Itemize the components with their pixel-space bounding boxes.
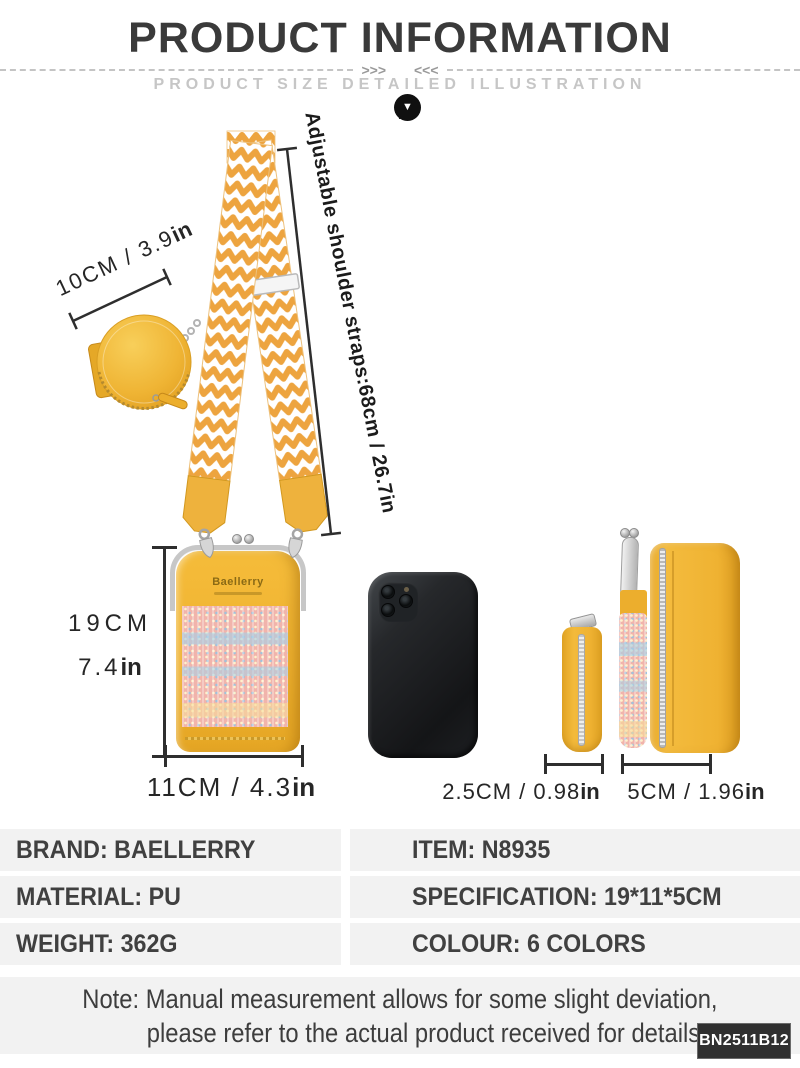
bag-woven-panel — [182, 606, 288, 727]
model-number-badge: BN2511B12 — [697, 1023, 791, 1059]
strap-right-leg — [182, 139, 273, 534]
spec-item-cell: ITEM: N8935 — [350, 829, 800, 871]
measurement-note: Note: Manual measurement allows for some… — [0, 977, 800, 1054]
bag-bottom-zipper — [185, 737, 285, 740]
measure-cap — [301, 745, 304, 767]
shoulder-strap-graphic — [68, 130, 342, 559]
side-thin-size-label: 2.5CM / 0.98in — [442, 779, 600, 804]
down-arrow-icon: ▼ — [394, 94, 421, 121]
spec-table: BRAND: BAELLERRY ITEM: N8935 MATERIAL: P… — [0, 829, 800, 970]
camera-flash-icon — [404, 587, 409, 592]
spec-material-cell: MATERIAL: PU — [0, 876, 341, 918]
clasp-knob-icon — [232, 534, 242, 544]
bag-kisslock-frame — [170, 545, 306, 611]
bag-logo-subline — [214, 592, 262, 595]
coin-purse — [88, 314, 192, 410]
page-subtitle: PRODUCT SIZE DETAILED ILLUSTRATION — [153, 76, 647, 93]
spec-colour-cell: COLOUR: 6 COLORS — [350, 923, 800, 965]
bag-height-cm-label: 19CM — [67, 610, 153, 637]
measure-cap — [709, 754, 712, 774]
strap-hook-icon — [198, 528, 214, 559]
spec-brand-cell: BRAND: BAELLERRY — [0, 829, 341, 871]
measure-line-19cm — [163, 547, 166, 758]
coin-purse-zipper-pull — [157, 392, 188, 410]
bag-height-in-label: 7.4in — [78, 654, 142, 681]
dashed-line-left — [0, 69, 354, 71]
measure-cap — [164, 745, 167, 767]
camera-lens-icon — [399, 594, 413, 608]
side-view-wide-fabric — [619, 613, 647, 748]
measure-cap — [621, 754, 624, 774]
side-view-wide-zipper — [659, 548, 666, 748]
measure-line-11cm — [165, 755, 303, 758]
table-row: MATERIAL: PU SPECIFICATION: 19*11*5CM — [0, 876, 800, 918]
camera-lens-icon — [381, 603, 395, 617]
dashed-separator: >>> <<< — [0, 62, 800, 78]
measure-line-5cm — [622, 763, 712, 766]
spec-specification-cell: SPECIFICATION: 19*11*5CM — [350, 876, 800, 918]
strap-hook-icon — [288, 528, 304, 559]
page-title: PRODUCT INFORMATION — [128, 14, 672, 62]
camera-lens-icon — [381, 585, 395, 599]
side-wide-size-label: 5CM / 1.96in — [627, 779, 765, 804]
measure-line-2-5cm — [545, 763, 604, 766]
measure-line-10cm — [68, 268, 172, 330]
side-view-thin-zipper — [578, 634, 585, 746]
bag-width-label: 11CM / 4.3in — [146, 772, 316, 802]
arrows-left-icon: <<< — [414, 62, 439, 78]
measure-cap — [152, 546, 177, 549]
note-line-1: Note: Manual measurement allows for some… — [82, 984, 718, 1014]
clasp-knob-icon — [244, 534, 254, 544]
bag-brand-logo: Baellerry — [212, 576, 264, 588]
measure-line-68cm — [276, 146, 342, 537]
arrows-right-icon: >>> — [361, 62, 386, 78]
measure-cap — [601, 754, 604, 774]
dashed-line-right — [446, 69, 800, 71]
measure-cap — [544, 754, 547, 774]
table-row: WEIGHT: 362G COLOUR: 6 COLORS — [0, 923, 800, 965]
coin-purse-zipper — [97, 371, 191, 410]
table-row: BRAND: BAELLERRY ITEM: N8935 — [0, 829, 800, 871]
note-line-2: please refer to the actual product recei… — [146, 1018, 700, 1048]
spec-weight-cell: WEIGHT: 362G — [0, 923, 341, 965]
side-view-wide-seam — [672, 551, 674, 746]
